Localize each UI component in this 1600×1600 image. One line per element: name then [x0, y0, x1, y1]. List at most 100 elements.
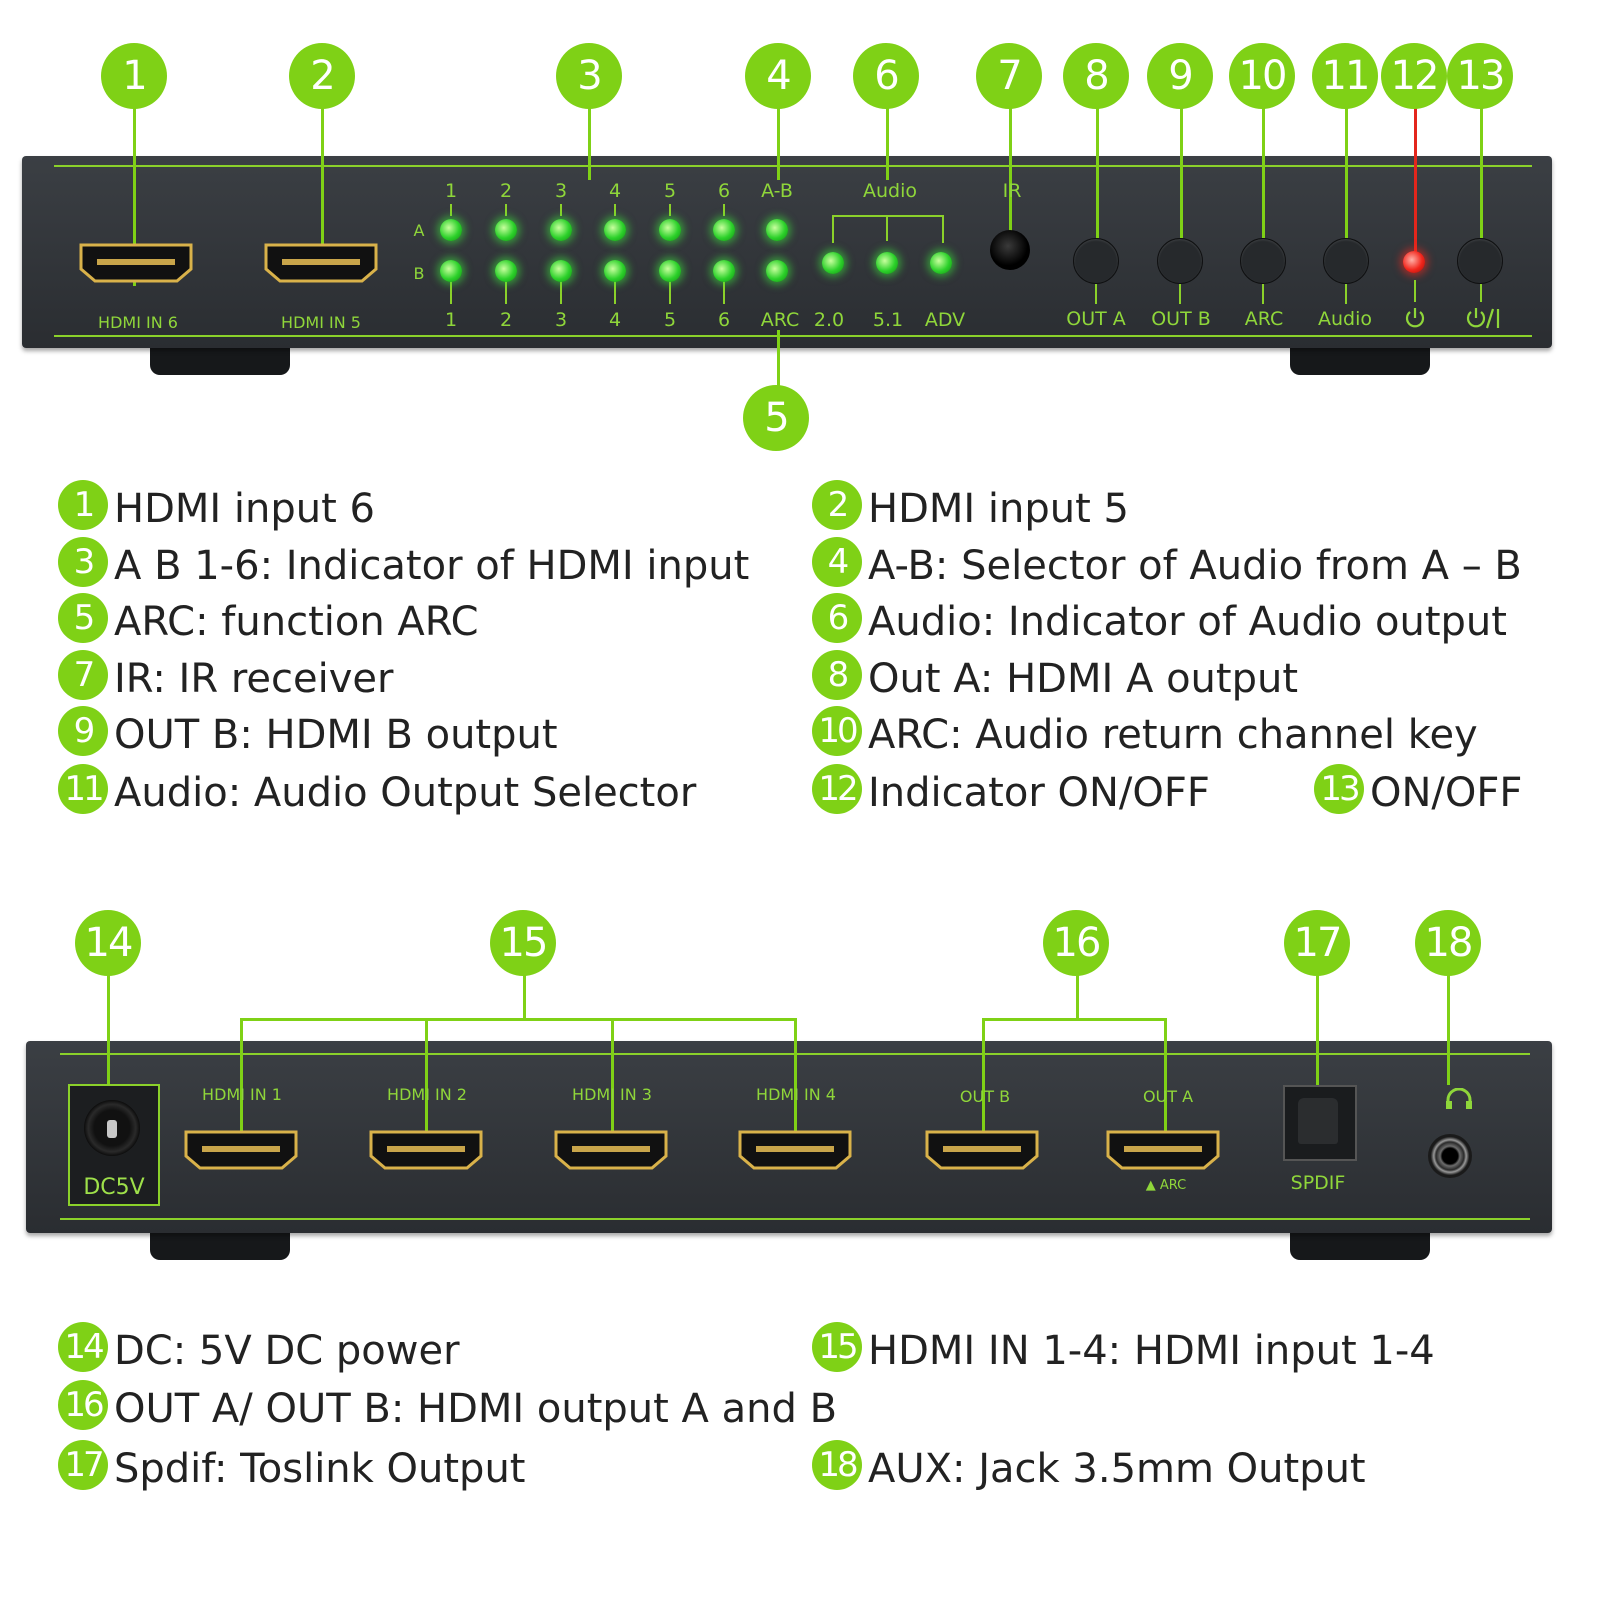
led-tick	[560, 278, 562, 304]
led-tick	[560, 204, 562, 216]
label-audio-20: 2.0	[813, 309, 845, 331]
label-dc5v: DC5V	[83, 1175, 145, 1200]
btn-tick	[1480, 284, 1482, 302]
leader-line	[1009, 108, 1012, 233]
leader-line	[1316, 975, 1319, 1115]
arc-button[interactable]	[1240, 238, 1286, 284]
legend-text: HDMI IN 1-4: HDMI input 1-4	[868, 1328, 1435, 1374]
label-out-b: OUT B	[1151, 308, 1211, 330]
legend-text: ARC: function ARC	[114, 599, 479, 645]
led-b1	[440, 260, 462, 282]
led-b5	[659, 260, 681, 282]
legend-number: 1	[58, 480, 108, 530]
hdmi-port-in3	[554, 1130, 668, 1170]
label-bottom-2: 2	[499, 309, 513, 331]
legend-number: 16	[58, 1380, 108, 1430]
out-a-button[interactable]	[1073, 238, 1119, 284]
bracket-line	[240, 1018, 797, 1021]
btn-tick	[1345, 284, 1347, 304]
callout-10: 10	[1229, 43, 1295, 109]
led-a3	[550, 219, 572, 241]
legend-number: 6	[812, 593, 862, 643]
label-spdif: SPDIF	[1290, 1172, 1346, 1194]
label-row-a: A	[413, 221, 425, 240]
callout-3: 3	[556, 43, 622, 109]
out-b-button[interactable]	[1157, 238, 1203, 284]
ir-receiver-icon	[990, 230, 1030, 270]
label-bottom-4: 4	[608, 309, 622, 331]
hdmi-port-in5	[264, 243, 378, 283]
label-top-6: 6	[717, 180, 731, 202]
legend-text: DC: 5V DC power	[114, 1328, 460, 1374]
legend-number: 13	[1314, 764, 1364, 814]
label-bottom-3: 3	[554, 309, 568, 331]
back-foot-left	[150, 1230, 290, 1260]
legend-number: 14	[58, 1322, 108, 1372]
dc-jack-pin	[107, 1120, 117, 1138]
leader-line	[794, 1018, 797, 1143]
led-tick	[505, 204, 507, 216]
legend-text: OUT B: HDMI B output	[114, 712, 558, 758]
label-hdmi-in1: HDMI IN 1	[202, 1085, 282, 1104]
legend-text: Out A: HDMI A output	[868, 656, 1298, 702]
hdmi-port-in4	[738, 1130, 852, 1170]
power-indicator-icon	[1405, 308, 1425, 328]
front-foot-left	[150, 345, 290, 375]
legend-number: 10	[812, 706, 862, 756]
legend-text: Indicator ON/OFF	[868, 770, 1210, 816]
label-bottom-1: 1	[444, 309, 458, 331]
label-top-2: 2	[499, 180, 513, 202]
leader-line	[240, 1018, 243, 1143]
aux-jack	[1428, 1134, 1472, 1178]
audio-bracket	[832, 215, 944, 243]
label-hdmi-in2: HDMI IN 2	[387, 1085, 467, 1104]
callout-14: 14	[75, 910, 141, 976]
legend-number: 3	[58, 537, 108, 587]
legend-text: ARC: Audio return channel key	[868, 712, 1478, 758]
led-tick	[669, 278, 671, 304]
power-indicator-led	[1403, 251, 1425, 273]
audio-button[interactable]	[1323, 238, 1369, 284]
leader-line	[1345, 108, 1348, 238]
led-tick	[723, 278, 725, 304]
led-arc	[766, 260, 788, 282]
led-b2	[495, 260, 517, 282]
led-ab	[766, 219, 788, 241]
label-hdmi-in3: HDMI IN 3	[572, 1085, 652, 1104]
callout-7: 7	[976, 43, 1042, 109]
btn-tick	[1414, 280, 1416, 302]
label-hdmi-in5: HDMI IN 5	[281, 313, 361, 332]
led-audio-51	[876, 252, 898, 274]
btn-tick	[1095, 284, 1097, 304]
power-button[interactable]	[1457, 238, 1503, 284]
label-hdmi-in6: HDMI IN 6	[98, 313, 178, 332]
leader-line	[1076, 975, 1079, 1020]
leader-line	[425, 1018, 428, 1143]
hdmi-port-in2	[369, 1130, 483, 1170]
led-a2	[495, 219, 517, 241]
callout-11: 11	[1312, 43, 1378, 109]
leader-line	[133, 108, 136, 286]
hdmi-port-in1	[184, 1130, 298, 1170]
front-bottom-trim	[54, 335, 1532, 337]
callout-6: 6	[853, 43, 919, 109]
legend-number: 18	[812, 1440, 862, 1490]
led-tick	[669, 204, 671, 216]
legend-number: 15	[812, 1322, 862, 1372]
legend-text: Spdif: Toslink Output	[114, 1446, 526, 1492]
legend-number: 17	[58, 1440, 108, 1490]
back-bottom-trim	[60, 1218, 1530, 1220]
hdmi-port-out-b	[925, 1130, 1039, 1170]
leader-line	[321, 108, 324, 258]
label-top-3: 3	[554, 180, 568, 202]
label-out-a: OUT A	[1066, 308, 1126, 330]
led-b3	[550, 260, 572, 282]
leader-line	[1262, 108, 1265, 238]
